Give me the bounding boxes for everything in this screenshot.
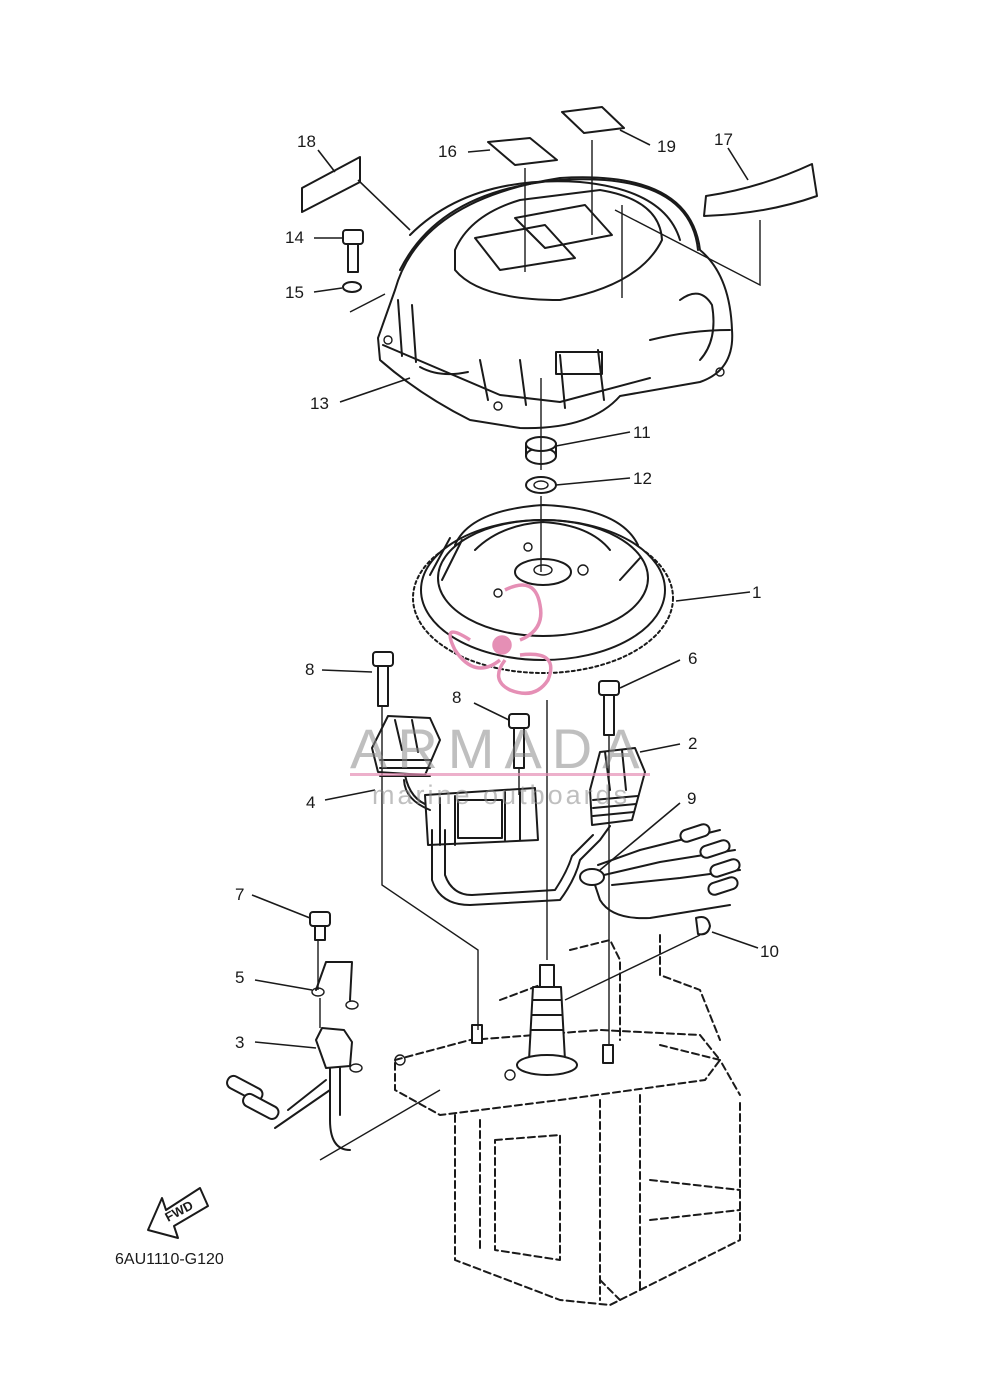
callout-14: 14	[285, 228, 304, 247]
label-part-18	[301, 156, 361, 213]
washer-part-15	[342, 281, 362, 293]
callout-15: 15	[285, 283, 304, 302]
thermo-sensor-part-3	[226, 1027, 363, 1151]
flywheel-part-1	[412, 504, 674, 674]
washer-part-12	[525, 476, 557, 494]
callout-16: 16	[438, 142, 457, 161]
drawing-code: 6AU1110-G120	[115, 1251, 224, 1268]
armada-watermark: ARMADA marine outboards	[350, 583, 650, 810]
callout-8-middle: 8	[452, 688, 461, 707]
powerhead-block	[394, 934, 741, 1306]
clamp-part-5	[311, 961, 359, 1010]
powerhead-stud-left	[471, 1024, 483, 1044]
callout-6: 6	[688, 649, 697, 668]
powerhead-stud-right	[602, 1044, 614, 1064]
bolt-part-7	[309, 911, 331, 941]
bolt-part-14	[342, 229, 364, 273]
callout-8-left: 8	[305, 660, 314, 679]
flywheel-cover-part-13	[377, 176, 734, 430]
callout-10: 10	[760, 942, 779, 961]
grommet-part-10	[695, 916, 711, 936]
armada-logo-icon	[448, 583, 553, 696]
callout-1: 1	[752, 583, 761, 602]
watermark-brand: ARMADA	[350, 717, 650, 780]
pulser-coil-part-4	[371, 715, 441, 807]
bolt-part-8-left	[372, 651, 394, 707]
lighting-coil	[403, 779, 539, 846]
callout-7: 7	[235, 885, 244, 904]
callout-3: 3	[235, 1033, 244, 1052]
callout-18: 18	[297, 132, 316, 151]
wire-harness	[431, 825, 611, 906]
grommet-part-9	[579, 868, 605, 886]
callout-numbers: 18 16 19 17 14 15 13 11 12 1 6 8 8 2 4 9…	[235, 130, 779, 1052]
callout-5: 5	[235, 968, 244, 987]
callout-19: 19	[657, 137, 676, 156]
leader-lines	[251, 129, 759, 1049]
callout-17: 17	[714, 130, 733, 149]
label-part-17	[703, 163, 818, 217]
callout-2: 2	[688, 734, 697, 753]
alignment-lines	[317, 140, 761, 1161]
callout-11: 11	[633, 423, 651, 442]
crankshaft	[516, 964, 578, 1076]
watermark-tagline: marine outboards	[372, 780, 630, 810]
fwd-arrow-icon: FWD	[147, 1187, 209, 1239]
cdi-coil-part-2	[589, 747, 646, 826]
callout-12: 12	[633, 469, 652, 488]
callout-4: 4	[306, 793, 315, 812]
label-part-19	[561, 106, 625, 134]
label-part-16	[487, 137, 558, 166]
wire-connectors	[679, 823, 741, 896]
callout-9: 9	[687, 789, 696, 808]
callout-13: 13	[310, 394, 329, 413]
